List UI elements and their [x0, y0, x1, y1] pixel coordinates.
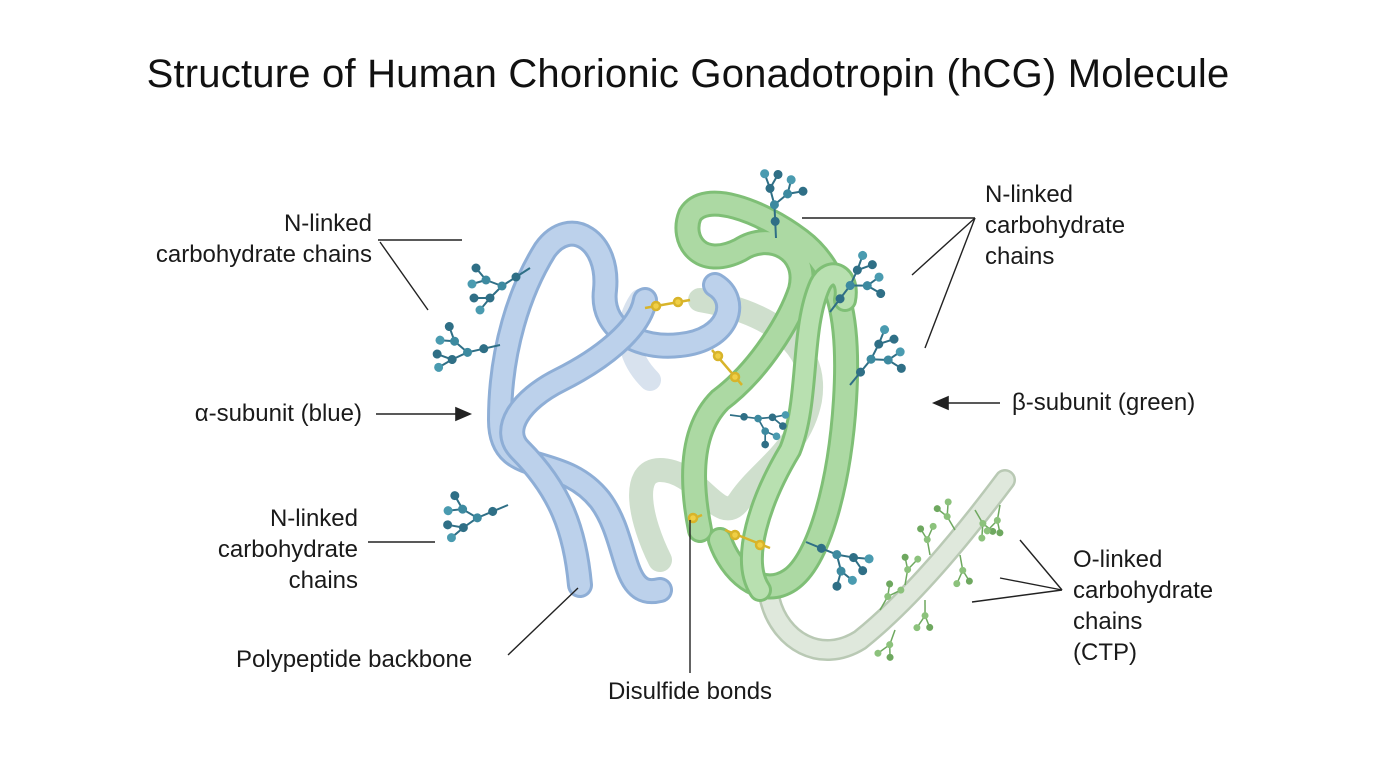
beta-subunit — [674, 190, 860, 602]
n-linked-label-line: N-linked — [283, 210, 372, 237]
carbohydrate-label-line: carbohydrate — [217, 536, 358, 563]
page-title: Structure of Human Chorionic Gonadotropi… — [146, 52, 1230, 96]
o-linked-glycans — [868, 494, 1015, 666]
n-linked-label-line: N-linked — [269, 505, 358, 532]
polypeptide-backbone-label: Polypeptide backbone — [236, 646, 473, 673]
n-linked-label-top-left: N-linked carbohydrate chains — [118, 208, 372, 270]
n-linked-label-line: N-linked — [985, 181, 1074, 208]
leader-lines — [368, 217, 1063, 673]
subunit-arrows — [376, 395, 1000, 422]
o-linked-label: O-linked carbohydrate chains (CTP) — [1073, 544, 1213, 668]
carbohydrate-label-line: carbohydrate — [985, 212, 1126, 239]
chains-label-line: chains — [288, 567, 358, 594]
n-linked-label-bottom-left: N-linked carbohydrate chains — [180, 503, 358, 596]
carbohydrate-label-line: carbohydrate — [1073, 577, 1214, 604]
n-linked-label-top-right: N-linked carbohydrate chains — [985, 179, 1125, 272]
carbohydrate-chains-label-line: carbohydrate chains — [155, 241, 372, 268]
alpha-subunit — [486, 220, 742, 604]
disulfide-bonds-label: Disulfide bonds — [607, 678, 773, 705]
disulfide-bonds — [644, 296, 771, 551]
ctp-label-line: (CTP) — [1073, 639, 1137, 666]
chains-label-line: chains — [1073, 608, 1143, 635]
chains-label-line: chains — [985, 243, 1055, 270]
beta-subunit-label: β-subunit (green) — [1012, 389, 1196, 416]
alpha-subunit-label: α-subunit (blue) — [194, 400, 362, 427]
o-linked-label-line: O-linked — [1073, 546, 1163, 573]
beta-subunit-faded-segment — [629, 288, 824, 572]
